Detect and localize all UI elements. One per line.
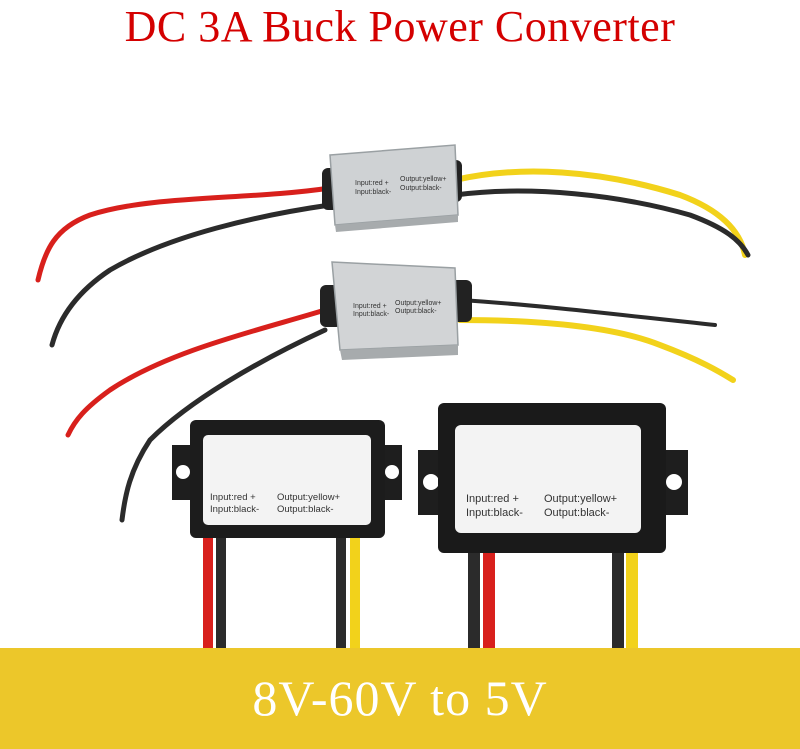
svg-text:Input:black-: Input:black- [353,311,390,318]
svg-text:Output:yellow+: Output:yellow+ [544,493,617,505]
svg-text:Output:yellow+: Output:yellow+ [277,492,341,503]
svg-text:Output:yellow+: Output:yellow+ [400,176,447,183]
svg-text:Output:black-: Output:black- [544,507,610,519]
svg-text:Input:red +: Input:red + [353,303,387,310]
wire-red [65,307,328,438]
wire-yellow [457,317,736,383]
svg-text:Input:red +: Input:red + [355,180,389,187]
voltage-range-text: 8V-60V to 5V [252,670,548,726]
voltage-banner: 8V-60V to 5V [0,648,800,749]
wire-black [49,202,333,348]
svg-text:Input:black-: Input:black- [355,189,392,196]
svg-text:Input:red +: Input:red + [466,493,519,505]
svg-text:Output:black-: Output:black- [400,185,442,192]
svg-text:Output:black-: Output:black- [277,504,334,515]
wire-red [35,185,333,283]
svg-text:Output:black-: Output:black- [395,308,437,315]
svg-text:Input:black-: Input:black- [466,507,523,519]
svg-text:Input:red +: Input:red + [210,492,256,503]
page-title: DC 3A Buck Power Converter [124,2,676,51]
large-black-module: Input:red + Input:black- Output:yellow+ … [418,403,688,650]
small-black-module: Input:red + Input:black- Output:yellow+ … [172,420,402,650]
top-aluminum-module: Input:red + Input:black- Output:yellow+ … [322,144,462,232]
wire-black [119,327,328,523]
wire-black [458,298,717,327]
svg-text:Input:black-: Input:black- [210,504,259,515]
middle-aluminum-module: Input:red + Input:black- Output:yellow+ … [320,261,472,360]
wire-yellow [452,168,748,258]
wire-black [452,188,751,258]
svg-text:Output:yellow+: Output:yellow+ [395,300,442,307]
middle-module-wires [65,298,736,523]
top-module-wires [35,168,751,348]
